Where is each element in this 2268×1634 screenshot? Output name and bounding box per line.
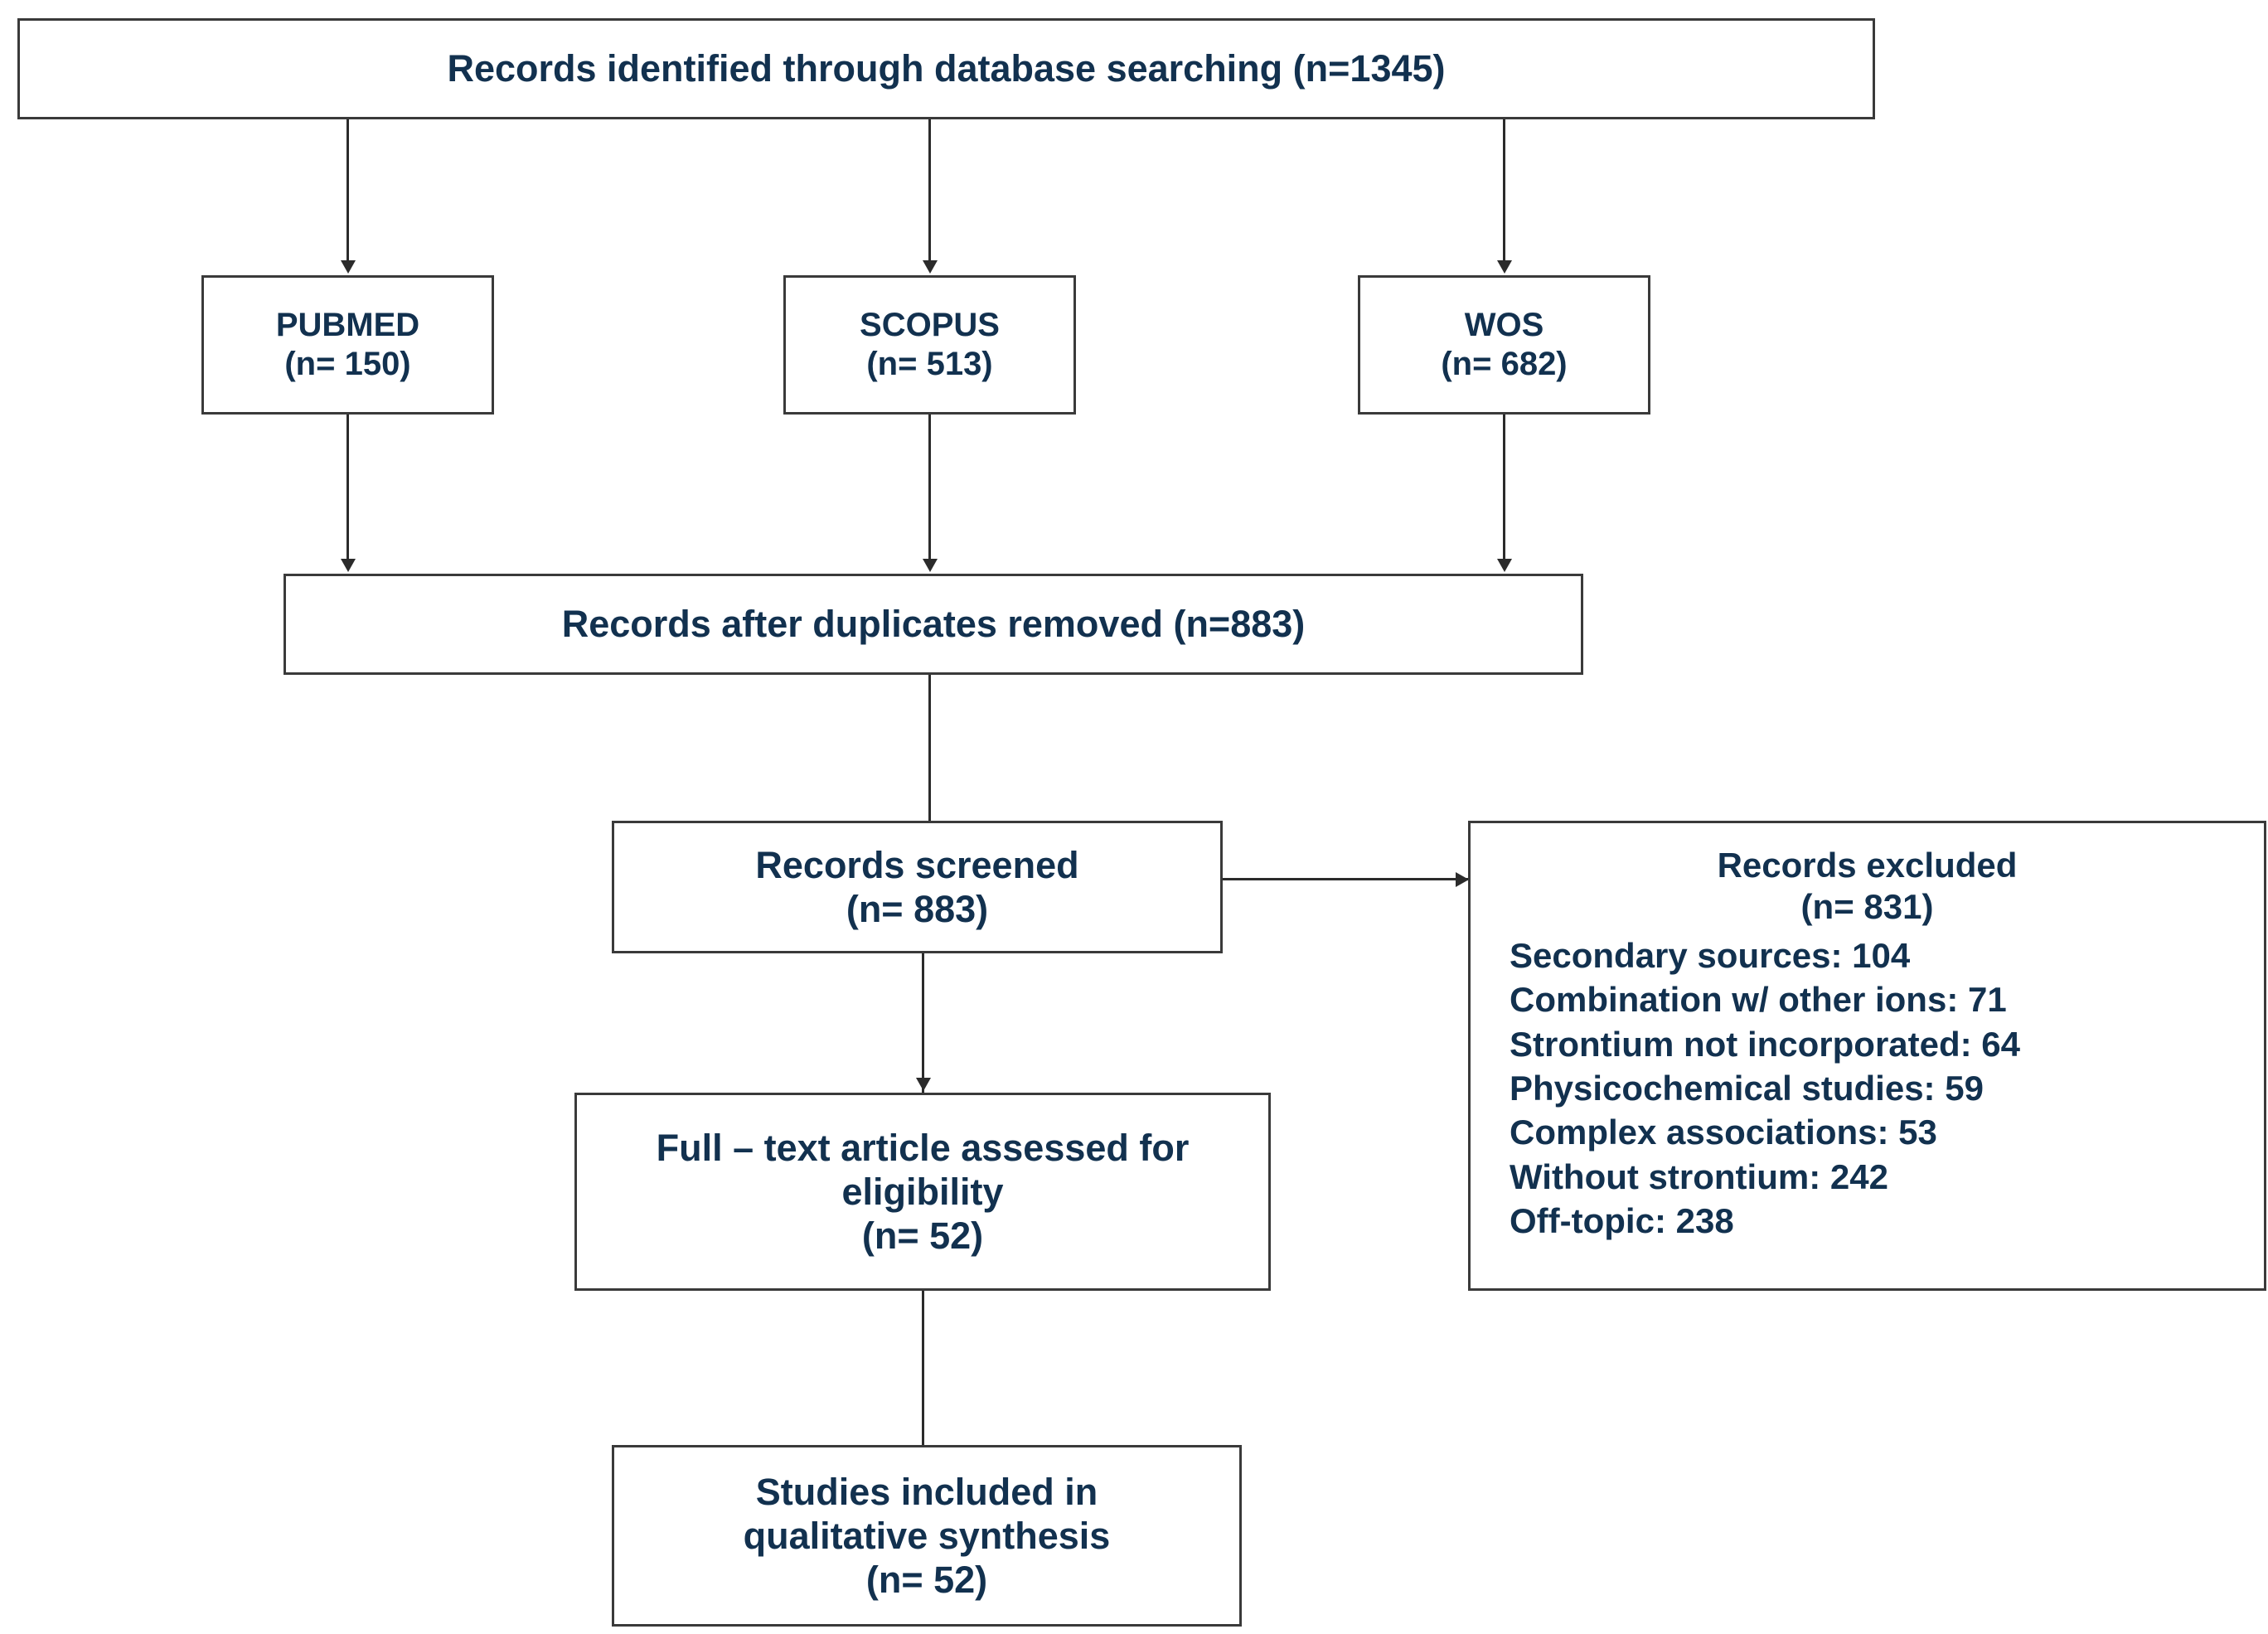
connector-fulltext-to-included [922,1291,924,1447]
node-fulltext-count: (n= 52) [861,1215,984,1258]
exclusion-reason: Without strontium: 242 [1510,1156,1888,1196]
node-pubmed-count: (n= 150) [284,346,411,382]
connector-pubmed-to-duplicates [346,415,349,560]
node-wos-name: WOS [1464,306,1544,343]
node-scopus: SCOPUS (n= 513) [783,275,1076,415]
node-pubmed: PUBMED (n= 150) [201,275,494,415]
node-pubmed-name: PUBMED [275,306,420,343]
exclusion-reason: Complex associations: 53 [1510,1113,1937,1152]
node-excluded-header: Records excluded (n= 831) [1471,845,2264,927]
arrowhead-identified-to-wos [1497,260,1512,274]
arrowhead-screened-to-excluded [1456,872,1469,887]
exclusion-reason: Combination w/ other ions: 71 [1510,980,2007,1020]
arrowhead-wos-to-duplicates [1497,559,1512,572]
connector-duplicates-to-screened [928,675,931,821]
exclusion-reason: Secondary sources: 104 [1510,936,1911,976]
exclusion-reason: Strontium not incorporated: 64 [1510,1024,2021,1064]
node-scopus-count: (n= 513) [866,346,993,382]
node-excluded-label: Records excluded [1717,846,2018,885]
node-records-identified-label: Records identified through database sear… [447,47,1446,90]
node-fulltext-assessed: Full – text article assessed for eligibi… [574,1093,1271,1291]
node-records-after-duplicates-removed: Records after duplicates removed (n=883) [284,574,1583,675]
arrowhead-pubmed-to-duplicates [341,559,356,572]
node-fulltext-label-line2: eligibility [841,1170,1004,1213]
arrowhead-scopus-to-duplicates [923,559,938,572]
node-records-excluded: Records excluded (n= 831) Secondary sour… [1468,821,2266,1291]
node-scopus-name: SCOPUS [860,306,1000,343]
connector-identified-to-scopus [928,119,931,262]
exclusion-reason: Off-topic: 238 [1510,1201,1734,1241]
node-excluded-count: (n= 831) [1800,886,1934,926]
node-excluded-reason-list: Secondary sources: 104 Combination w/ ot… [1471,933,2264,1243]
node-wos-count: (n= 682) [1441,346,1568,382]
node-studies-included: Studies included in qualitative synthesi… [612,1445,1242,1627]
connector-screened-to-fulltext [922,953,924,1094]
arrowhead-screened-to-fulltext [916,1078,931,1091]
arrowhead-identified-to-pubmed [341,260,356,274]
node-wos: WOS (n= 682) [1358,275,1650,415]
node-included-label-line2: qualitative synthesis [743,1514,1111,1557]
connector-screened-to-excluded [1223,878,1468,880]
node-screened-count: (n= 883) [846,888,989,930]
node-included-count: (n= 52) [865,1559,988,1602]
node-fulltext-label-line1: Full – text article assessed for [656,1126,1190,1169]
node-included-label-line1: Studies included in [755,1470,1098,1513]
node-records-screened: Records screened (n= 883) [612,821,1223,953]
connector-identified-to-pubmed [346,119,349,262]
node-screened-label: Records screened [755,843,1079,886]
connector-scopus-to-duplicates [928,415,931,560]
connector-identified-to-wos [1503,119,1505,262]
connector-wos-to-duplicates [1503,415,1505,560]
node-records-identified: Records identified through database sear… [17,18,1875,119]
node-duplicates-label: Records after duplicates removed (n=883) [561,603,1306,646]
exclusion-reason: Physicochemical studies: 59 [1510,1069,1984,1108]
arrowhead-identified-to-scopus [923,260,938,274]
